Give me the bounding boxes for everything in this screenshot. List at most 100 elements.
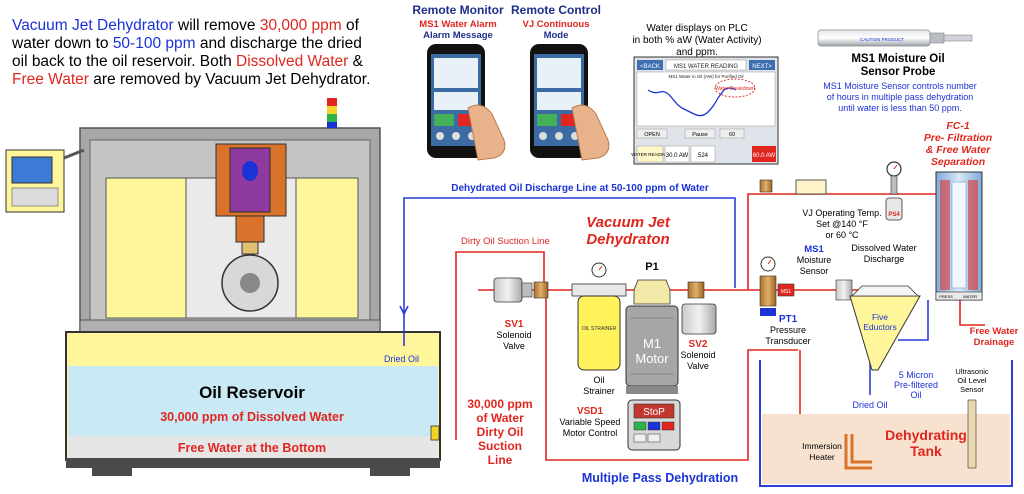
sv2-label: SV2 [689,339,708,350]
dissolved-water-label-1: Dissolved Water [851,243,916,253]
fc1-line2: & Free Water [926,144,991,156]
sv1-label: SV1 [505,319,524,330]
sv1-label-a: Solenoid [496,330,531,340]
vsd1-run-button[interactable] [633,421,647,431]
ms1-label: MS1 [804,244,824,255]
micron-label-2: Pre-filtered [894,380,938,390]
reservoir-title: Oil Reservoir [199,383,305,402]
sv2-label-b: Valve [687,361,709,371]
ultrasonic-label-1: Ultrasonic [955,367,989,376]
ps4-tag: PS4 [888,212,900,218]
p1-label: P1 [645,261,658,273]
plc-aw-value: 30.0 AW [666,153,689,159]
callout-line-1: 30,000 ppm [467,397,532,411]
vsd1-display [633,403,675,419]
probe-desc-3: until water is less than 50 ppm. [838,103,962,113]
signal-tower [327,98,337,106]
vj-temp-2: Set @140 °F [816,219,868,229]
remote-monitor-sub2: Alarm Message [423,30,493,41]
intro-line-4: Free Water are removed by Vacuum Jet Deh… [12,71,370,88]
heater-label-2: Heater [809,452,835,462]
intro-line-3: oil back to the oil reservoir. Both Diss… [12,53,364,70]
ms1-sensor-tag: MS1 [781,289,792,295]
free-water-drain-1: Free Water [970,326,1019,337]
vsd1-stop-button[interactable] [661,421,675,431]
vj-title-2: Dehydraton [586,231,669,248]
vsd1-mode-button[interactable] [647,421,661,431]
free-water-drain-2: Drainage [974,337,1015,348]
intro-text: Vacuum Jet Dehydrator will remove 30,000… [11,17,370,88]
callout-line-3: Dirty Oil [477,425,524,439]
vsd1-label-a: Variable Speed [560,417,621,427]
discharge-line-label: Dehydrated Oil Discharge Line at 50-100 … [451,183,709,194]
vj-title-1: Vacuum Jet [586,214,671,231]
callout-line-4: Suction [478,439,522,453]
vsd1-up-button[interactable] [633,433,647,443]
pump-motor: P1 M1 Motor [625,261,679,394]
eductor-funnel [849,295,921,371]
plc-display: Water displays on PLC in both % aW (Wate… [631,23,779,165]
pt1-transducer: MS1 PT1 Pressure Transducer [759,256,811,346]
ms1-label-a: Moisture [797,255,832,265]
svg-text:NEXT>: NEXT> [752,64,772,70]
control-screen [11,156,53,184]
inline-filter [759,179,827,195]
sv1-label-b: Valve [503,341,525,351]
dirty-oil-callout: 30,000 ppm of Water Dirty Oil Suction Li… [467,397,532,467]
probe-desc-2: of hours in multiple pass dehydration [827,92,974,102]
sv1-valve: SV1 Solenoid Valve [493,277,549,351]
machine-window-right [295,177,359,319]
plc-breakdown-label: Water Breakdown [715,86,755,92]
plc-next-button[interactable] [749,60,775,70]
remote-monitor-title: Remote Monitor [412,3,504,17]
remote-control-title: Remote Control [511,3,601,17]
plc-alarm-value: 60.0 AW [753,153,776,159]
plc-water-reading-label: WATER READING [631,152,669,157]
pump-head [633,279,671,305]
hand-right-icon [571,104,610,161]
remote-monitor: Remote Monitor MS1 Water Alarm Alarm Mes… [412,3,506,161]
svg-text:Pause: Pause [692,132,708,138]
plc-pause-button[interactable] [684,128,716,139]
ultrasonic-label-3: Sensor [960,385,984,394]
plc-caption-2: in both % aW (Water Activity) [632,35,761,46]
vsd1-label-b: Motor Control [563,428,618,438]
vj-temp-3: or 60 °C [825,230,859,240]
dirty-suction-label: Dirty Oil Suction Line [461,236,550,247]
vsd1-down-button[interactable] [647,433,661,443]
intro-line-1: Vacuum Jet Dehydrator will remove 30,000… [12,17,360,34]
immersion-heater-icon [844,434,872,470]
eductor-cone: Five Eductors [835,279,921,371]
machine-window-left [105,177,187,319]
motor-label-1: M1 [643,336,661,351]
dissolved-water-label-2: Discharge [864,254,905,264]
micron-label-1: 5 Micron [899,370,934,380]
tank-title-2: Tank [910,443,942,459]
tank-title-1: Dehydrating [885,427,967,443]
plc-open-button[interactable] [636,128,668,139]
svg-text:<BACK: <BACK [640,64,660,70]
vj-temp-1: VJ Operating Temp. [802,208,881,218]
svg-text:60: 60 [729,132,735,138]
probe-desc-1: MS1 Moisture Sensor controls number [823,81,977,91]
micron-label-3: Oil [911,390,922,400]
dried-oil-label-left: Dried Oil [384,354,419,364]
cnc-machine [5,98,381,339]
drain-valve-icon [430,425,440,441]
dried-oil-label-right: Dried Oil [852,400,887,410]
discharge-pipe [403,197,736,346]
plc-minutes-button[interactable] [719,128,745,139]
reservoir-free-water: Free Water at the Bottom [178,441,326,455]
remote-control-sub2: Mode [544,30,569,41]
sv2-label-a: Solenoid [680,350,715,360]
plc-chart-line [647,87,737,117]
dehydrating-tank: Dehydrating Tank Immersion Heater Ultras… [759,360,1013,487]
fc1-id: FC-1 [946,120,969,132]
oil-strainer: OIL STRAINER Oil Strainer [571,262,627,396]
plc-back-button[interactable] [637,60,663,70]
strainer-label-1: Oil [594,375,605,385]
reservoir-ppm: 30,000 ppm of Dissolved Water [160,410,344,424]
fc1-line3: Separation [931,156,985,168]
fc1-water-tag: WATER [963,294,977,299]
